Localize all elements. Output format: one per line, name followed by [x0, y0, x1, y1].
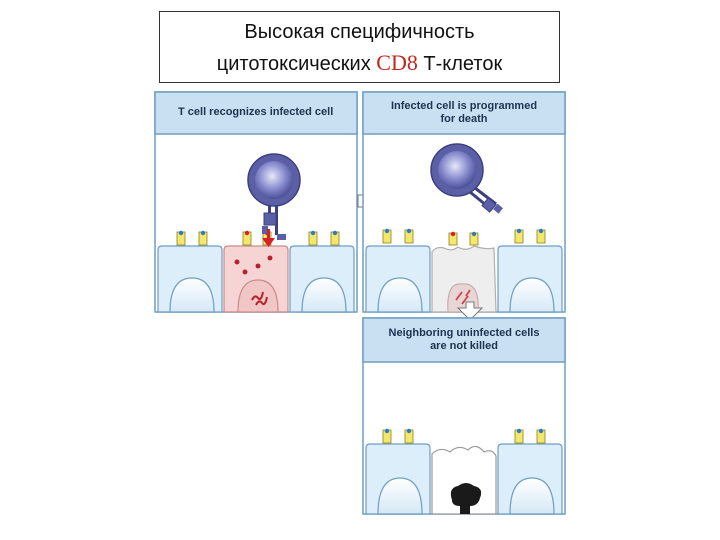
viral-particle — [255, 263, 261, 269]
mhc-receptor — [404, 228, 414, 244]
panel-1-header — [154, 91, 358, 135]
cell-nucleus — [377, 477, 423, 515]
mhc-receptor — [330, 230, 340, 246]
panel-3-header — [362, 317, 566, 363]
mhc-receptor — [198, 230, 208, 246]
mhc-receptor — [242, 230, 252, 246]
mhc-receptor — [382, 428, 392, 444]
mhc-receptor — [404, 428, 414, 444]
cell-nucleus — [509, 277, 555, 313]
panel-3-label-line-1: Neighboring uninfected cells — [388, 327, 540, 339]
title-line-2: цитотоксических CD8 Т-клеток — [160, 50, 559, 76]
panel-2-header — [362, 91, 566, 135]
cell-nucleus — [377, 277, 423, 313]
fragmented-dna — [455, 289, 471, 305]
title-line-2-prefix: цитотоксических — [216, 53, 377, 75]
panel-2-label: Infected cell is programmed for death — [366, 100, 562, 126]
panel-3 — [362, 317, 566, 515]
mhc-receptor — [536, 228, 546, 244]
cytotoxic-t-cell — [430, 143, 503, 214]
panel-3-label-line-2: are not killed — [430, 340, 498, 352]
mhc-receptor — [514, 228, 524, 244]
mhc-receptor — [176, 230, 186, 246]
infected-nucleus — [237, 279, 279, 313]
viral-particle — [234, 259, 240, 265]
viral-dna — [251, 291, 264, 301]
title-line-1: Высокая специфичность — [244, 21, 475, 43]
cell-nucleus — [301, 277, 347, 313]
mhc-receptor — [308, 230, 318, 246]
panel-2-label-line-2: for death — [440, 113, 488, 125]
dying-cell — [431, 245, 497, 313]
panel-3-label: Neighboring uninfected cells are not kil… — [366, 327, 562, 353]
title-cd8-highlight: CD8 — [376, 50, 418, 75]
panel-1-label: T cell recognizes infected cell — [178, 106, 334, 118]
viral-particle — [267, 255, 273, 261]
title-line-2-suffix: Т-клеток — [417, 53, 503, 75]
mhc-receptor — [382, 228, 392, 244]
mhc-receptor — [536, 428, 546, 444]
panel-2-label-line-1: Infected cell is programmed — [390, 100, 538, 112]
cell-nucleus — [509, 477, 555, 515]
panel-1 — [154, 91, 358, 313]
viral-particle — [242, 269, 248, 275]
title-box: Высокая специфичность цитотоксических CD… — [159, 11, 560, 83]
viral-dna — [255, 296, 268, 306]
mhc-receptor — [448, 231, 458, 246]
panel-2 — [362, 91, 566, 313]
mhc-receptor — [514, 428, 524, 444]
cytotoxic-t-cell — [247, 153, 301, 240]
red-arrow-icon — [262, 229, 275, 247]
condensed-nucleus — [450, 483, 482, 514]
mhc-receptor — [469, 231, 479, 246]
cell-nucleus — [169, 277, 215, 313]
